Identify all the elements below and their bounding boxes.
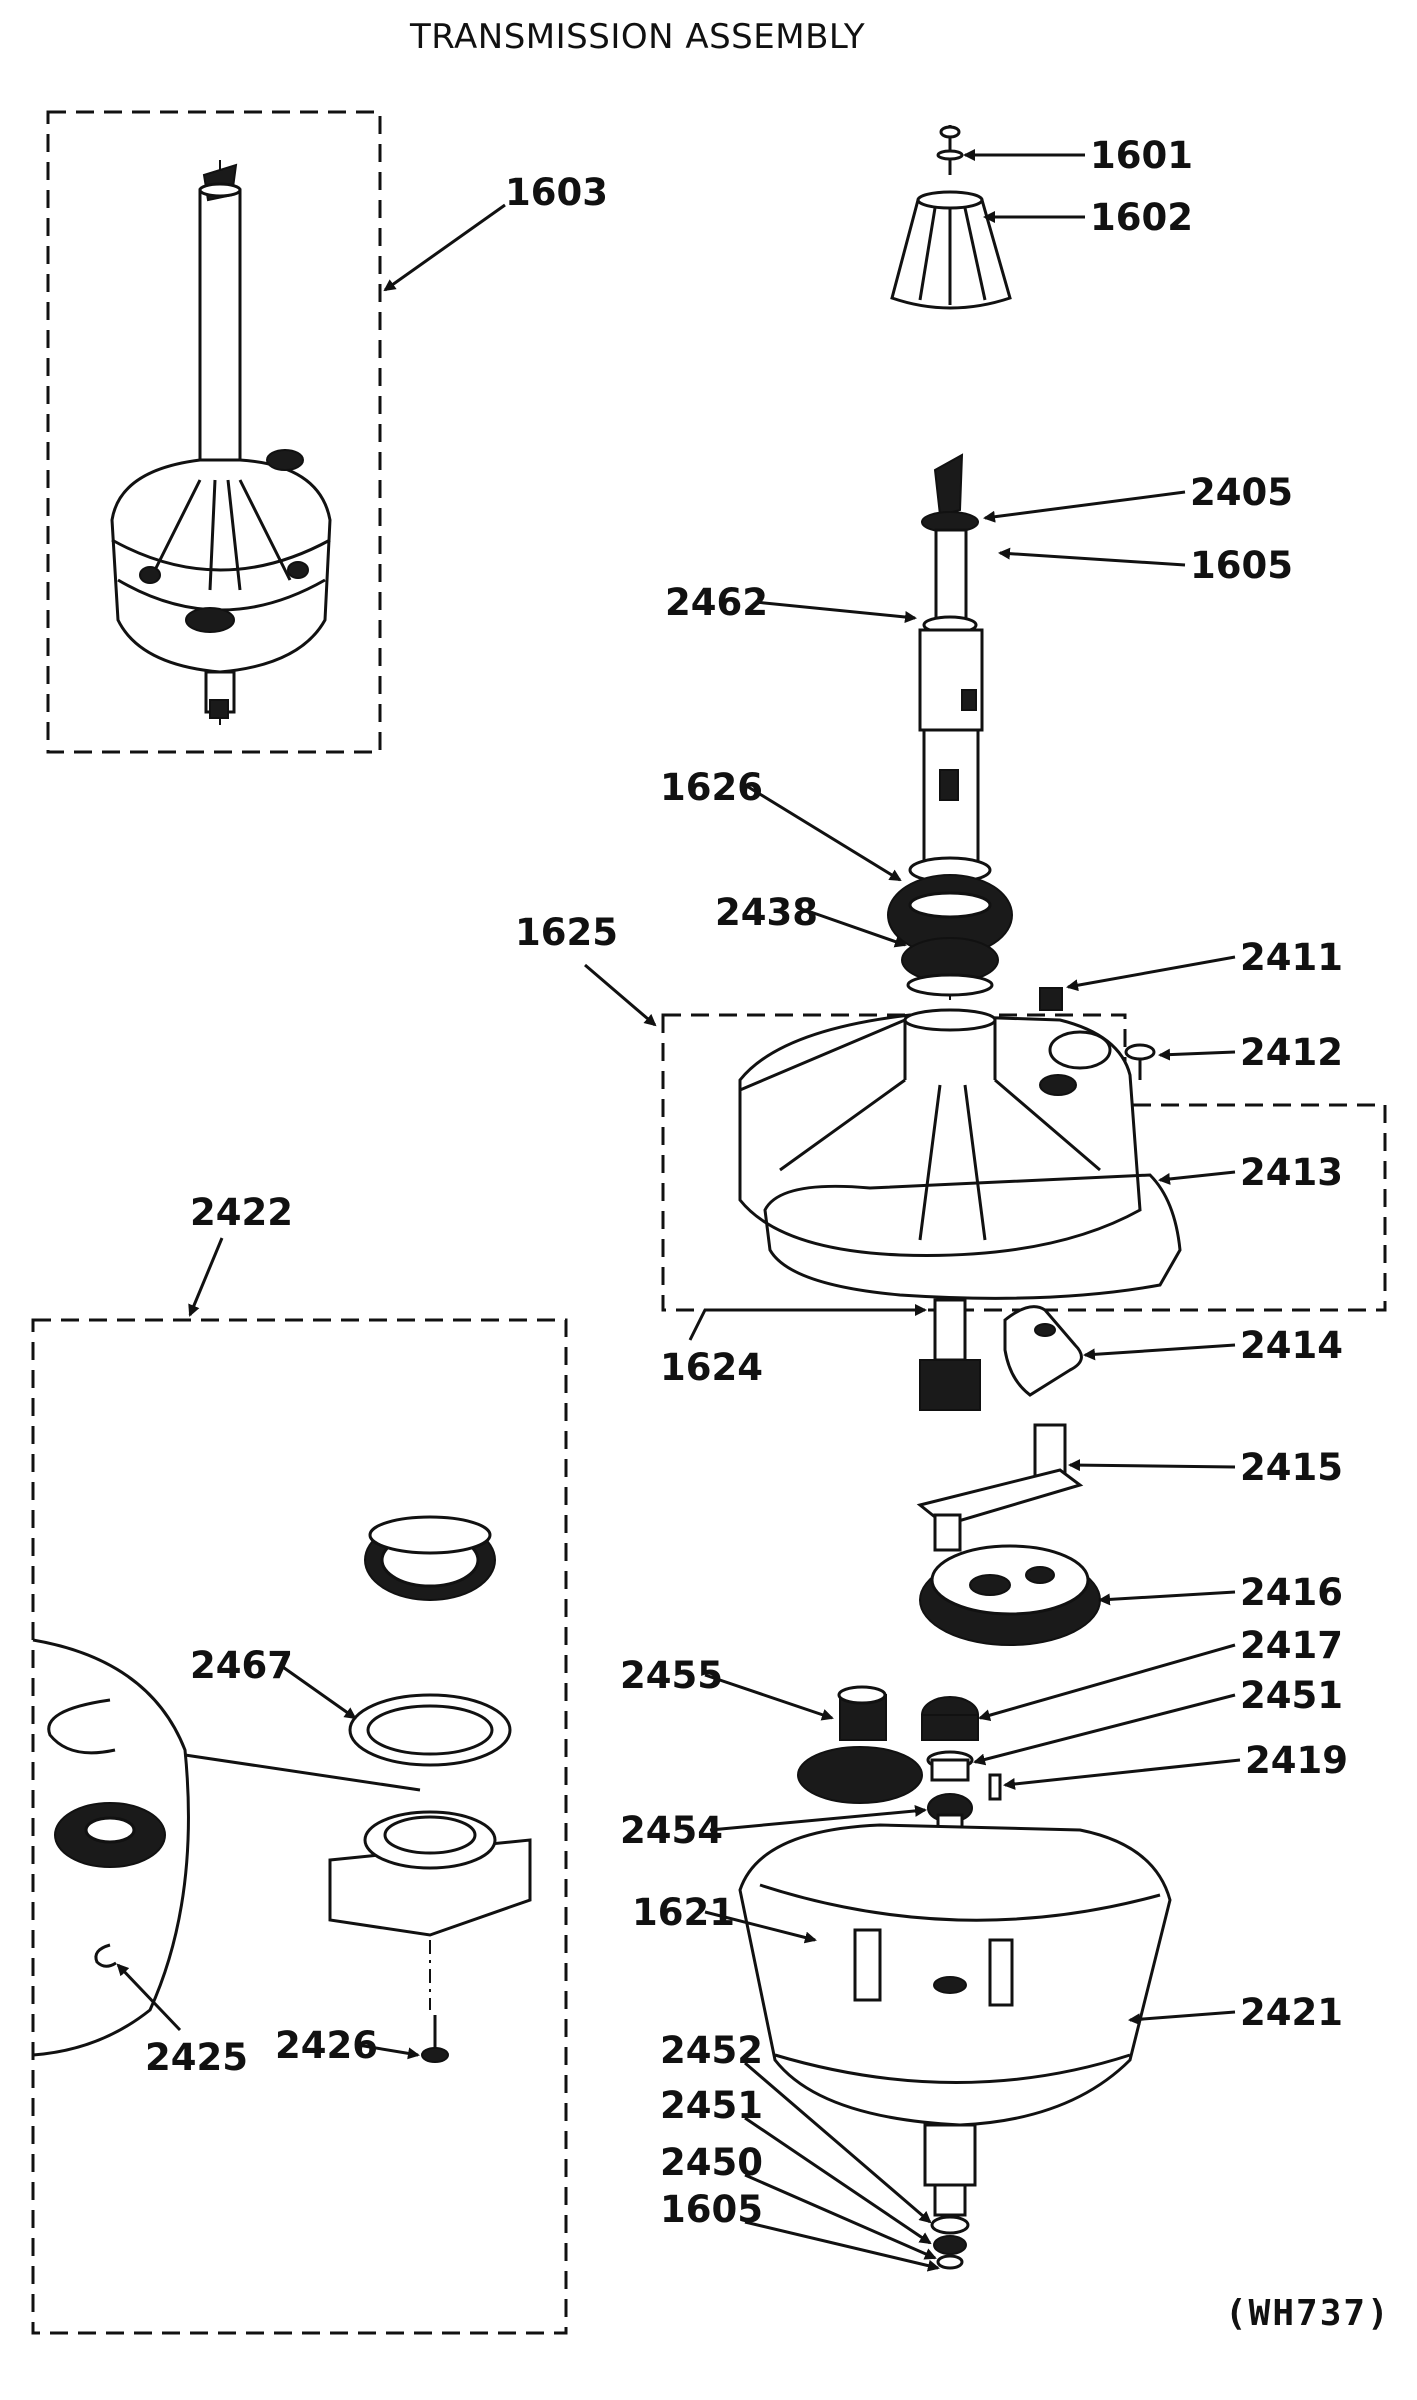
- part-labels: 1601 1602 1603 2405 1605 2462 1626 2438 …: [145, 134, 1348, 2231]
- leader-2425: [116, 1963, 182, 2032]
- part-label-2412: 2412: [1240, 1031, 1343, 1074]
- part-label-2450: 2450: [660, 2141, 763, 2184]
- part-label-1605-lower: 1605: [660, 2188, 763, 2231]
- kit-2422-boundary: [31, 1318, 568, 2335]
- part-label-2454: 2454: [620, 1809, 723, 1852]
- crank-part: [1003, 1305, 1083, 1397]
- part-label-1601: 1601: [1090, 134, 1193, 177]
- leader-2462: [754, 600, 917, 623]
- detail-callout-bubble: [32, 1638, 190, 2057]
- leader-2422: [188, 1237, 224, 1317]
- part-label-2452: 2452: [660, 2029, 763, 2072]
- part-label-2414: 2414: [1240, 1324, 1343, 1367]
- leader-1605b: [744, 2220, 940, 2272]
- leader-2451a: [973, 1693, 1236, 1766]
- crank-arm-part: [916, 1423, 1084, 1552]
- part-label-2455: 2455: [620, 1654, 723, 1697]
- part-label-2425: 2425: [145, 2036, 248, 2079]
- seal-kit-group: [31, 1318, 568, 2335]
- part-label-2422: 2422: [190, 1191, 293, 1234]
- complete-transmission-group: [46, 110, 382, 754]
- part-label-2405: 2405: [1190, 471, 1293, 514]
- part-label-2438: 2438: [715, 891, 818, 934]
- leader-2416: [1098, 1590, 1236, 1606]
- mount-screw-part: [421, 1940, 449, 2063]
- part-label-2421: 2421: [1240, 1991, 1343, 2034]
- leader-2467: [279, 1663, 357, 1720]
- leader-2412: [1158, 1048, 1236, 1061]
- transmission-cover-part: [738, 1008, 1142, 1257]
- part-label-2451-lower: 2451: [660, 2084, 763, 2127]
- part-label-1621: 1621: [632, 1891, 735, 1934]
- leader-1625: [584, 963, 657, 1027]
- part-label-1626: 1626: [660, 766, 763, 809]
- part-label-1605-upper: 1605: [1190, 544, 1293, 587]
- clutch-bearing-part: [887, 874, 1013, 997]
- seal-washer-part: [348, 1693, 512, 1767]
- leader-2405: [983, 490, 1186, 523]
- leader-2438: [804, 908, 907, 948]
- bearing-washer-part: [54, 1802, 166, 1868]
- leader-1624: [688, 1304, 927, 1341]
- leader-2455: [704, 1673, 834, 1721]
- e-clip-part: [94, 1943, 117, 1968]
- leader-2417: [978, 1643, 1236, 1722]
- leader-2413: [1158, 1170, 1236, 1185]
- seal-rings-part: [364, 1515, 496, 1601]
- leader-2450: [744, 2173, 937, 2260]
- spacer-part: [926, 1750, 974, 1782]
- assembly-1625-boundary: [661, 1013, 1387, 1312]
- leader-2426: [357, 2043, 420, 2060]
- agitator-shaft-part: [908, 453, 992, 1000]
- leader-2415: [1068, 1459, 1236, 1472]
- cap-screw-part: [936, 125, 964, 175]
- part-label-2462: 2462: [665, 581, 768, 624]
- part-label-1602: 1602: [1090, 196, 1193, 239]
- leader-2451b: [744, 2116, 932, 2245]
- pinion-gear-upper-part: [921, 1696, 979, 1741]
- seal-block-part: [328, 1810, 532, 1937]
- part-label-2451-upper: 2451: [1240, 1674, 1343, 1717]
- key-part: [988, 1773, 1002, 1801]
- drive-gear-part: [919, 1544, 1101, 1646]
- part-label-2413: 2413: [1240, 1151, 1343, 1194]
- leader-2411: [1066, 955, 1236, 992]
- leader-1605a: [998, 547, 1186, 567]
- leader-2452: [744, 2061, 932, 2224]
- part-label-2415: 2415: [1240, 1446, 1343, 1489]
- leader-1621: [704, 1910, 817, 1944]
- leader-2419: [1003, 1758, 1241, 1790]
- cover-screw-part: [1039, 987, 1063, 1011]
- part-label-1624: 1624: [660, 1346, 763, 1389]
- leader-2414: [1083, 1343, 1236, 1361]
- retaining-ring-part: [47, 1698, 116, 1755]
- idler-gear-part: [797, 1685, 923, 1804]
- part-label-2467: 2467: [190, 1644, 293, 1687]
- cover-gasket-group: [661, 987, 1387, 1312]
- part-label-1603: 1603: [505, 171, 608, 214]
- leader-lines: [116, 149, 1241, 2272]
- part-label-2416: 2416: [1240, 1571, 1343, 1614]
- assembly-1603-boundary: [46, 110, 382, 754]
- part-label-2419: 2419: [1245, 1739, 1348, 1782]
- part-label-2411: 2411: [1240, 936, 1343, 979]
- leader-1603: [383, 203, 506, 292]
- complete-transmission-part: [110, 160, 332, 730]
- pinion-gear-part: [919, 1298, 981, 1411]
- cover-bolt-part: [1124, 1043, 1156, 1080]
- detail-leader-line: [184, 1753, 421, 1792]
- diagram-title: TRANSMISSION ASSEMBLY: [409, 17, 865, 57]
- part-label-2426: 2426: [275, 2024, 378, 2067]
- agitator-cap-part: [890, 190, 1012, 310]
- cover-gasket-part: [763, 1173, 1182, 1300]
- leader-1626: [744, 783, 902, 882]
- leader-2421: [1128, 2010, 1236, 2026]
- drawing-code: (WH737): [1225, 2293, 1391, 2334]
- part-label-1625: 1625: [515, 911, 618, 954]
- part-label-2417: 2417: [1240, 1624, 1343, 1667]
- leader-2454: [709, 1804, 927, 1832]
- transmission-housing-part: [738, 1823, 1172, 2270]
